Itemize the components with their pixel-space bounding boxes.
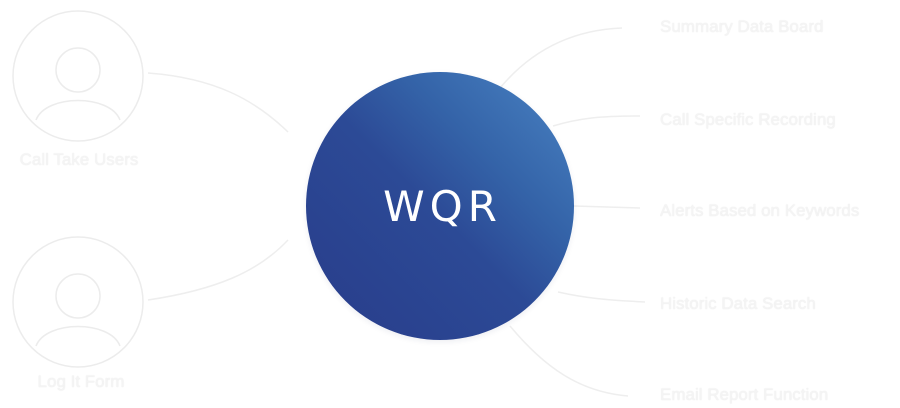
user-avatar-1 [10, 8, 146, 144]
connector-feature-4 [557, 291, 646, 303]
user-label-2: Log It Form [37, 372, 125, 391]
feature-label-4: Historic Data Search [660, 294, 816, 313]
user-label-1: Call Take Users [19, 150, 139, 169]
feature-label-2: Call Specific Recording [660, 110, 836, 129]
connector-feature-1 [499, 27, 623, 89]
feature-label-1: Summary Data Board [660, 17, 824, 36]
feature-label-3: Alerts Based on Keywords [660, 201, 860, 220]
connector-user-2 [147, 239, 289, 301]
connector-user-1 [147, 72, 289, 133]
person-icon [12, 236, 144, 368]
connector-feature-3 [573, 205, 641, 209]
hub-label: WQR [383, 181, 502, 231]
hub-circle: WQR [306, 72, 574, 340]
connector-feature-2 [552, 115, 641, 127]
person-icon [12, 10, 144, 142]
user-avatar-2 [10, 234, 146, 370]
feature-label-5: Email Report Function [660, 385, 829, 404]
connector-feature-5 [509, 325, 629, 397]
